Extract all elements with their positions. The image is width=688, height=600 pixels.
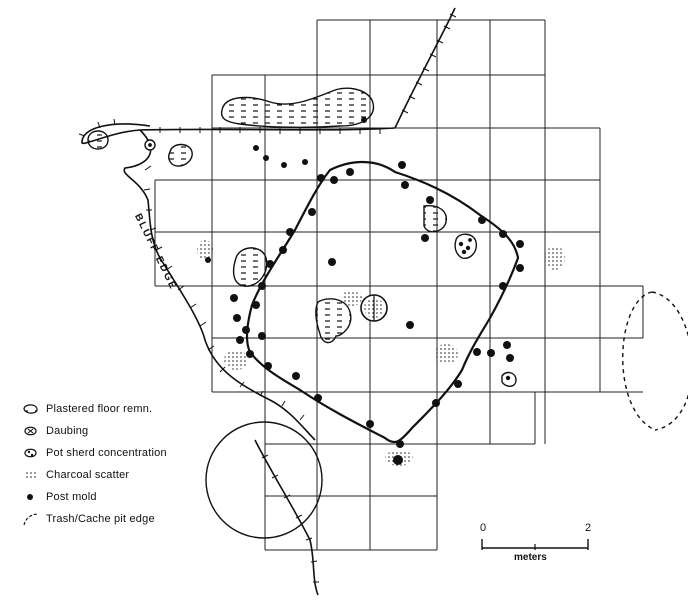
legend-row-potsherd: Pot sherd concentration <box>22 446 242 468</box>
post-molds <box>205 117 524 465</box>
legend-row-charcoal: Charcoal scatter <box>22 468 242 490</box>
legend-label: Post mold <box>46 491 97 503</box>
legend-label: Charcoal scatter <box>46 469 130 481</box>
scale-end-label: 2 <box>585 522 592 534</box>
scale-bar-line <box>481 539 589 550</box>
large-pit <box>205 421 323 539</box>
legend-row-postmold: Post mold <box>22 490 242 512</box>
legend-row-plastered-floor: Plastered floor remn. <box>22 402 242 424</box>
scale-bar: 0 2 meters <box>470 522 600 572</box>
postmold-icon <box>27 494 33 500</box>
pit-edge-icon <box>23 513 38 526</box>
legend-row-daubing: Daubing <box>22 424 242 446</box>
legend-label: Plastered floor remn. <box>46 403 153 415</box>
daubing-icon <box>24 426 37 436</box>
charcoal-icon <box>25 471 36 479</box>
scale-unit-label: meters <box>514 552 547 563</box>
dashed-pit-edge <box>651 291 688 431</box>
scale-start-label: 0 <box>480 522 487 534</box>
daubing-feature <box>360 294 388 322</box>
legend-row-pit-edge: Trash/Cache pit edge <box>22 512 242 534</box>
bluff-hachures <box>78 13 457 583</box>
bluff-edge <box>81 7 456 596</box>
potsherd-concentrations <box>144 139 517 387</box>
excavation-grid <box>154 19 644 551</box>
trash-cache-pits <box>205 291 688 539</box>
map-legend: Plastered floor remn. Daubing Pot sherd … <box>22 402 242 534</box>
charcoal-scatters <box>197 240 565 466</box>
legend-label: Trash/Cache pit edge <box>46 513 155 525</box>
plastered-floor-remnants <box>87 87 447 344</box>
legend-label: Pot sherd concentration <box>46 447 167 459</box>
legend-label: Daubing <box>46 425 89 437</box>
potsherd-icon <box>24 448 37 458</box>
plaster-icon <box>23 404 38 414</box>
